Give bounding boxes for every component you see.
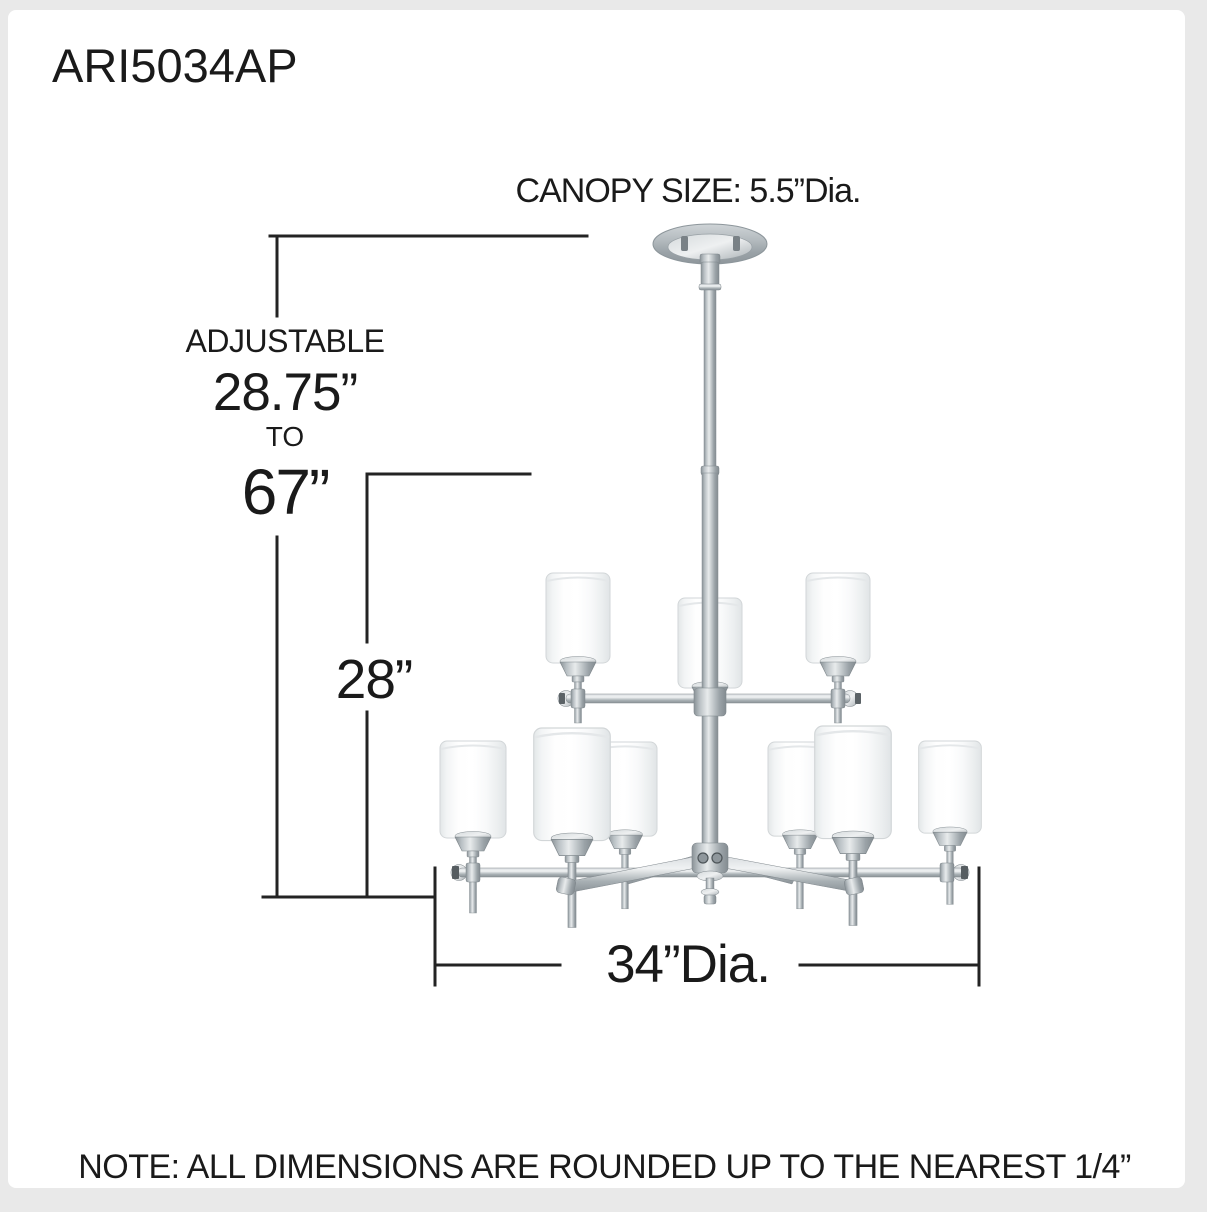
canopy-size-label: CANOPY SIZE: 5.5”Dia.	[515, 172, 862, 210]
chandelier-drawing	[439, 223, 983, 929]
adjustable-label: ADJUSTABLE	[185, 323, 385, 359]
to-label: TO	[265, 421, 305, 452]
body-height-value: 28”	[335, 648, 414, 710]
product-model-title: ARI5034AP	[52, 39, 298, 92]
dimension-lines	[261, 234, 981, 987]
lower-hub-and-finial	[691, 842, 729, 905]
lower-front-left-light	[532, 726, 612, 929]
diagram-card: ARI5034AP CANOPY SIZE: 5.5”Dia. ADJUSTAB…	[8, 10, 1185, 1188]
ceiling-canopy	[652, 223, 768, 291]
upper-arm	[557, 687, 861, 717]
dimensions-note: NOTE: ALL DIMENSIONS ARE ROUNDED UP TO T…	[78, 1148, 1131, 1186]
max-height-value: 67”	[241, 456, 331, 528]
min-height-value: 28.75”	[212, 363, 358, 422]
downrod	[700, 287, 720, 864]
lower-front-right-light	[813, 724, 893, 927]
lower-far-left-light	[439, 740, 507, 914]
lower-front-arms	[556, 855, 864, 896]
diameter-value: 34”Dia.	[606, 935, 771, 994]
